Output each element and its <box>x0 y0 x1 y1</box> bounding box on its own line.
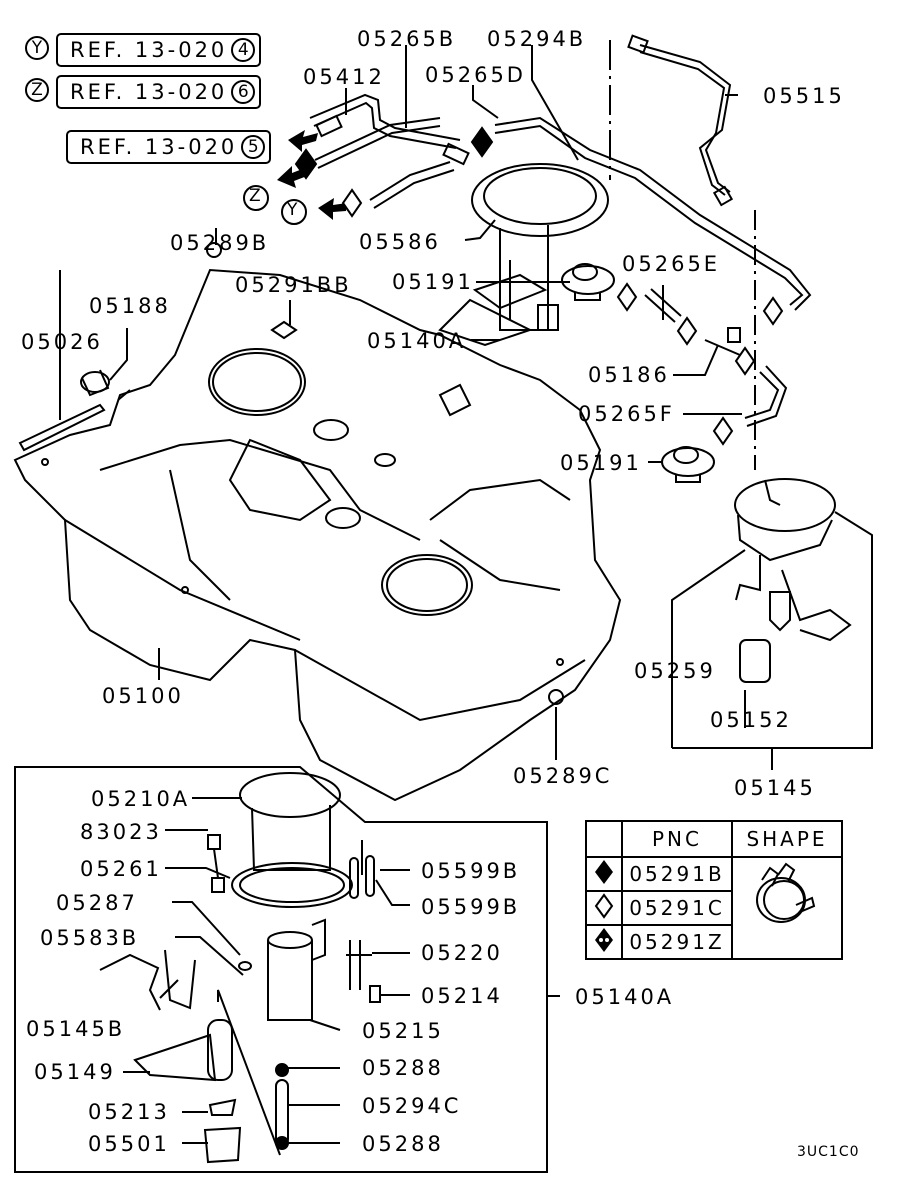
ref-box-z[interactable]: REF. 13-020 6 <box>56 75 262 109</box>
ref-circled-number: 4 <box>231 38 256 62</box>
label-05140a-top[interactable]: 05140A <box>367 329 467 353</box>
label-05288-lower[interactable]: 05288 <box>362 1132 444 1156</box>
hollow-diamond-icon <box>341 188 363 218</box>
filled-diamond-icon <box>294 148 318 180</box>
legend-row: 05291B <box>585 856 843 960</box>
legend-shape-cell <box>731 856 843 960</box>
hollow-diamond-icon <box>762 296 784 326</box>
label-05188[interactable]: 05188 <box>89 294 171 318</box>
flow-marker-y: Y <box>287 200 298 220</box>
label-05213[interactable]: 05213 <box>88 1100 170 1124</box>
label-05100[interactable]: 05100 <box>102 684 184 708</box>
legend-pnc[interactable]: 05291B <box>621 856 733 892</box>
detail-leader-lines <box>123 797 410 1144</box>
filler-hose-drawing <box>18 369 131 452</box>
clamp-legend-table: PNC SHAPE 05291B 05291C 05291Z <box>585 820 843 960</box>
label-05149[interactable]: 05149 <box>34 1060 116 1084</box>
label-05291bb[interactable]: 05291BB <box>235 273 352 297</box>
label-05145[interactable]: 05145 <box>734 776 816 800</box>
fuel-lines-drawing <box>309 34 812 470</box>
label-05186[interactable]: 05186 <box>588 363 670 387</box>
leader-lines <box>59 45 873 770</box>
label-05191-top[interactable]: 05191 <box>392 270 474 294</box>
label-05145b[interactable]: 05145B <box>26 1017 126 1041</box>
filled-diamond-icon <box>585 856 623 892</box>
fuel-tank-drawing <box>13 268 622 802</box>
arrow-z-icon <box>277 166 307 188</box>
hollow-diamond-icon <box>616 282 638 312</box>
label-05265f[interactable]: 05265F <box>578 402 675 426</box>
legend-header-symbol <box>585 820 623 858</box>
fuel-sender-drawing <box>438 163 609 417</box>
label-05586[interactable]: 05586 <box>359 230 441 254</box>
clip-05291bb-drawing <box>270 320 298 340</box>
label-05287[interactable]: 05287 <box>56 891 138 915</box>
ref-box-5[interactable]: REF. 13-020 5 <box>66 130 272 164</box>
label-05294c[interactable]: 05294C <box>362 1094 462 1118</box>
cap-05191b-drawing <box>661 446 715 483</box>
label-05152[interactable]: 05152 <box>710 708 792 732</box>
label-05515[interactable]: 05515 <box>763 84 845 108</box>
ref-circled-number: 6 <box>231 80 256 104</box>
label-05210a[interactable]: 05210A <box>91 787 191 811</box>
cap-05191-drawing <box>561 263 615 301</box>
hollow-diamond-icon <box>676 316 698 346</box>
label-05265b[interactable]: 05265B <box>357 27 457 51</box>
label-05215[interactable]: 05215 <box>362 1019 444 1043</box>
label-05599b-1[interactable]: 05599B <box>421 859 521 883</box>
label-05265e[interactable]: 05265E <box>622 252 721 276</box>
label-05261[interactable]: 05261 <box>80 857 162 881</box>
flow-arrows <box>277 130 347 220</box>
ref-box-y[interactable]: REF. 13-020 4 <box>56 33 262 67</box>
clamp-markers <box>294 126 784 446</box>
label-05294b[interactable]: 05294B <box>487 27 587 51</box>
pump-module-05145-drawing <box>734 478 852 683</box>
label-05026[interactable]: 05026 <box>21 330 103 354</box>
hollow-diamond-icon <box>712 416 734 446</box>
ref-circled-number: 5 <box>241 135 266 159</box>
filled-diamond-icon <box>470 126 494 158</box>
label-05220[interactable]: 05220 <box>421 941 503 965</box>
legend-header-pnc: PNC <box>621 820 733 858</box>
legend-row: 05291C <box>585 890 842 926</box>
ref-text: REF. 13-020 <box>70 80 228 104</box>
label-05214[interactable]: 05214 <box>421 984 503 1008</box>
ref-text: REF. 13-020 <box>80 135 238 159</box>
legend-row: 05291Z <box>585 924 842 960</box>
label-05265d[interactable]: 05265D <box>425 63 526 87</box>
legend-header-row: PNC SHAPE <box>585 820 843 858</box>
dotted-diamond-icon <box>585 924 623 960</box>
ref-text: REF. 13-020 <box>70 38 228 62</box>
arrow-y-icon <box>318 198 347 220</box>
label-05501[interactable]: 05501 <box>88 1132 170 1156</box>
label-05259[interactable]: 05259 <box>634 659 716 683</box>
label-05191-bottom[interactable]: 05191 <box>560 451 642 475</box>
label-05412[interactable]: 05412 <box>303 65 385 89</box>
label-83023[interactable]: 83023 <box>80 820 162 844</box>
pump-assembly-detail-drawing <box>99 772 381 1164</box>
legend-header-shape: SHAPE <box>731 820 843 858</box>
hollow-diamond-icon <box>585 890 623 926</box>
marker-y-ref: Y <box>25 36 49 60</box>
nut-05289c-drawing <box>548 689 564 705</box>
arrow-ref5-icon <box>288 130 318 152</box>
marker-z-ref: Z <box>25 78 49 102</box>
label-05289c[interactable]: 05289C <box>513 764 613 788</box>
label-05140a-detail[interactable]: 05140A <box>575 985 675 1009</box>
label-05288-upper[interactable]: 05288 <box>362 1056 444 1080</box>
legend-pnc[interactable]: 05291Z <box>621 924 733 960</box>
label-05599b-2[interactable]: 05599B <box>421 895 521 919</box>
label-05583b[interactable]: 05583B <box>40 926 140 950</box>
hollow-diamond-icon <box>734 346 756 376</box>
legend-pnc[interactable]: 05291C <box>621 890 733 926</box>
nut-05289b-drawing <box>206 242 222 258</box>
detail-box-05140a <box>14 766 560 1173</box>
marker-z-circle <box>243 185 269 211</box>
marker-y-circle <box>281 199 307 225</box>
diagram-code: 3UC1C0 <box>797 1144 860 1160</box>
label-05289b[interactable]: 05289B <box>170 231 270 255</box>
flow-marker-z: Z <box>249 186 261 206</box>
